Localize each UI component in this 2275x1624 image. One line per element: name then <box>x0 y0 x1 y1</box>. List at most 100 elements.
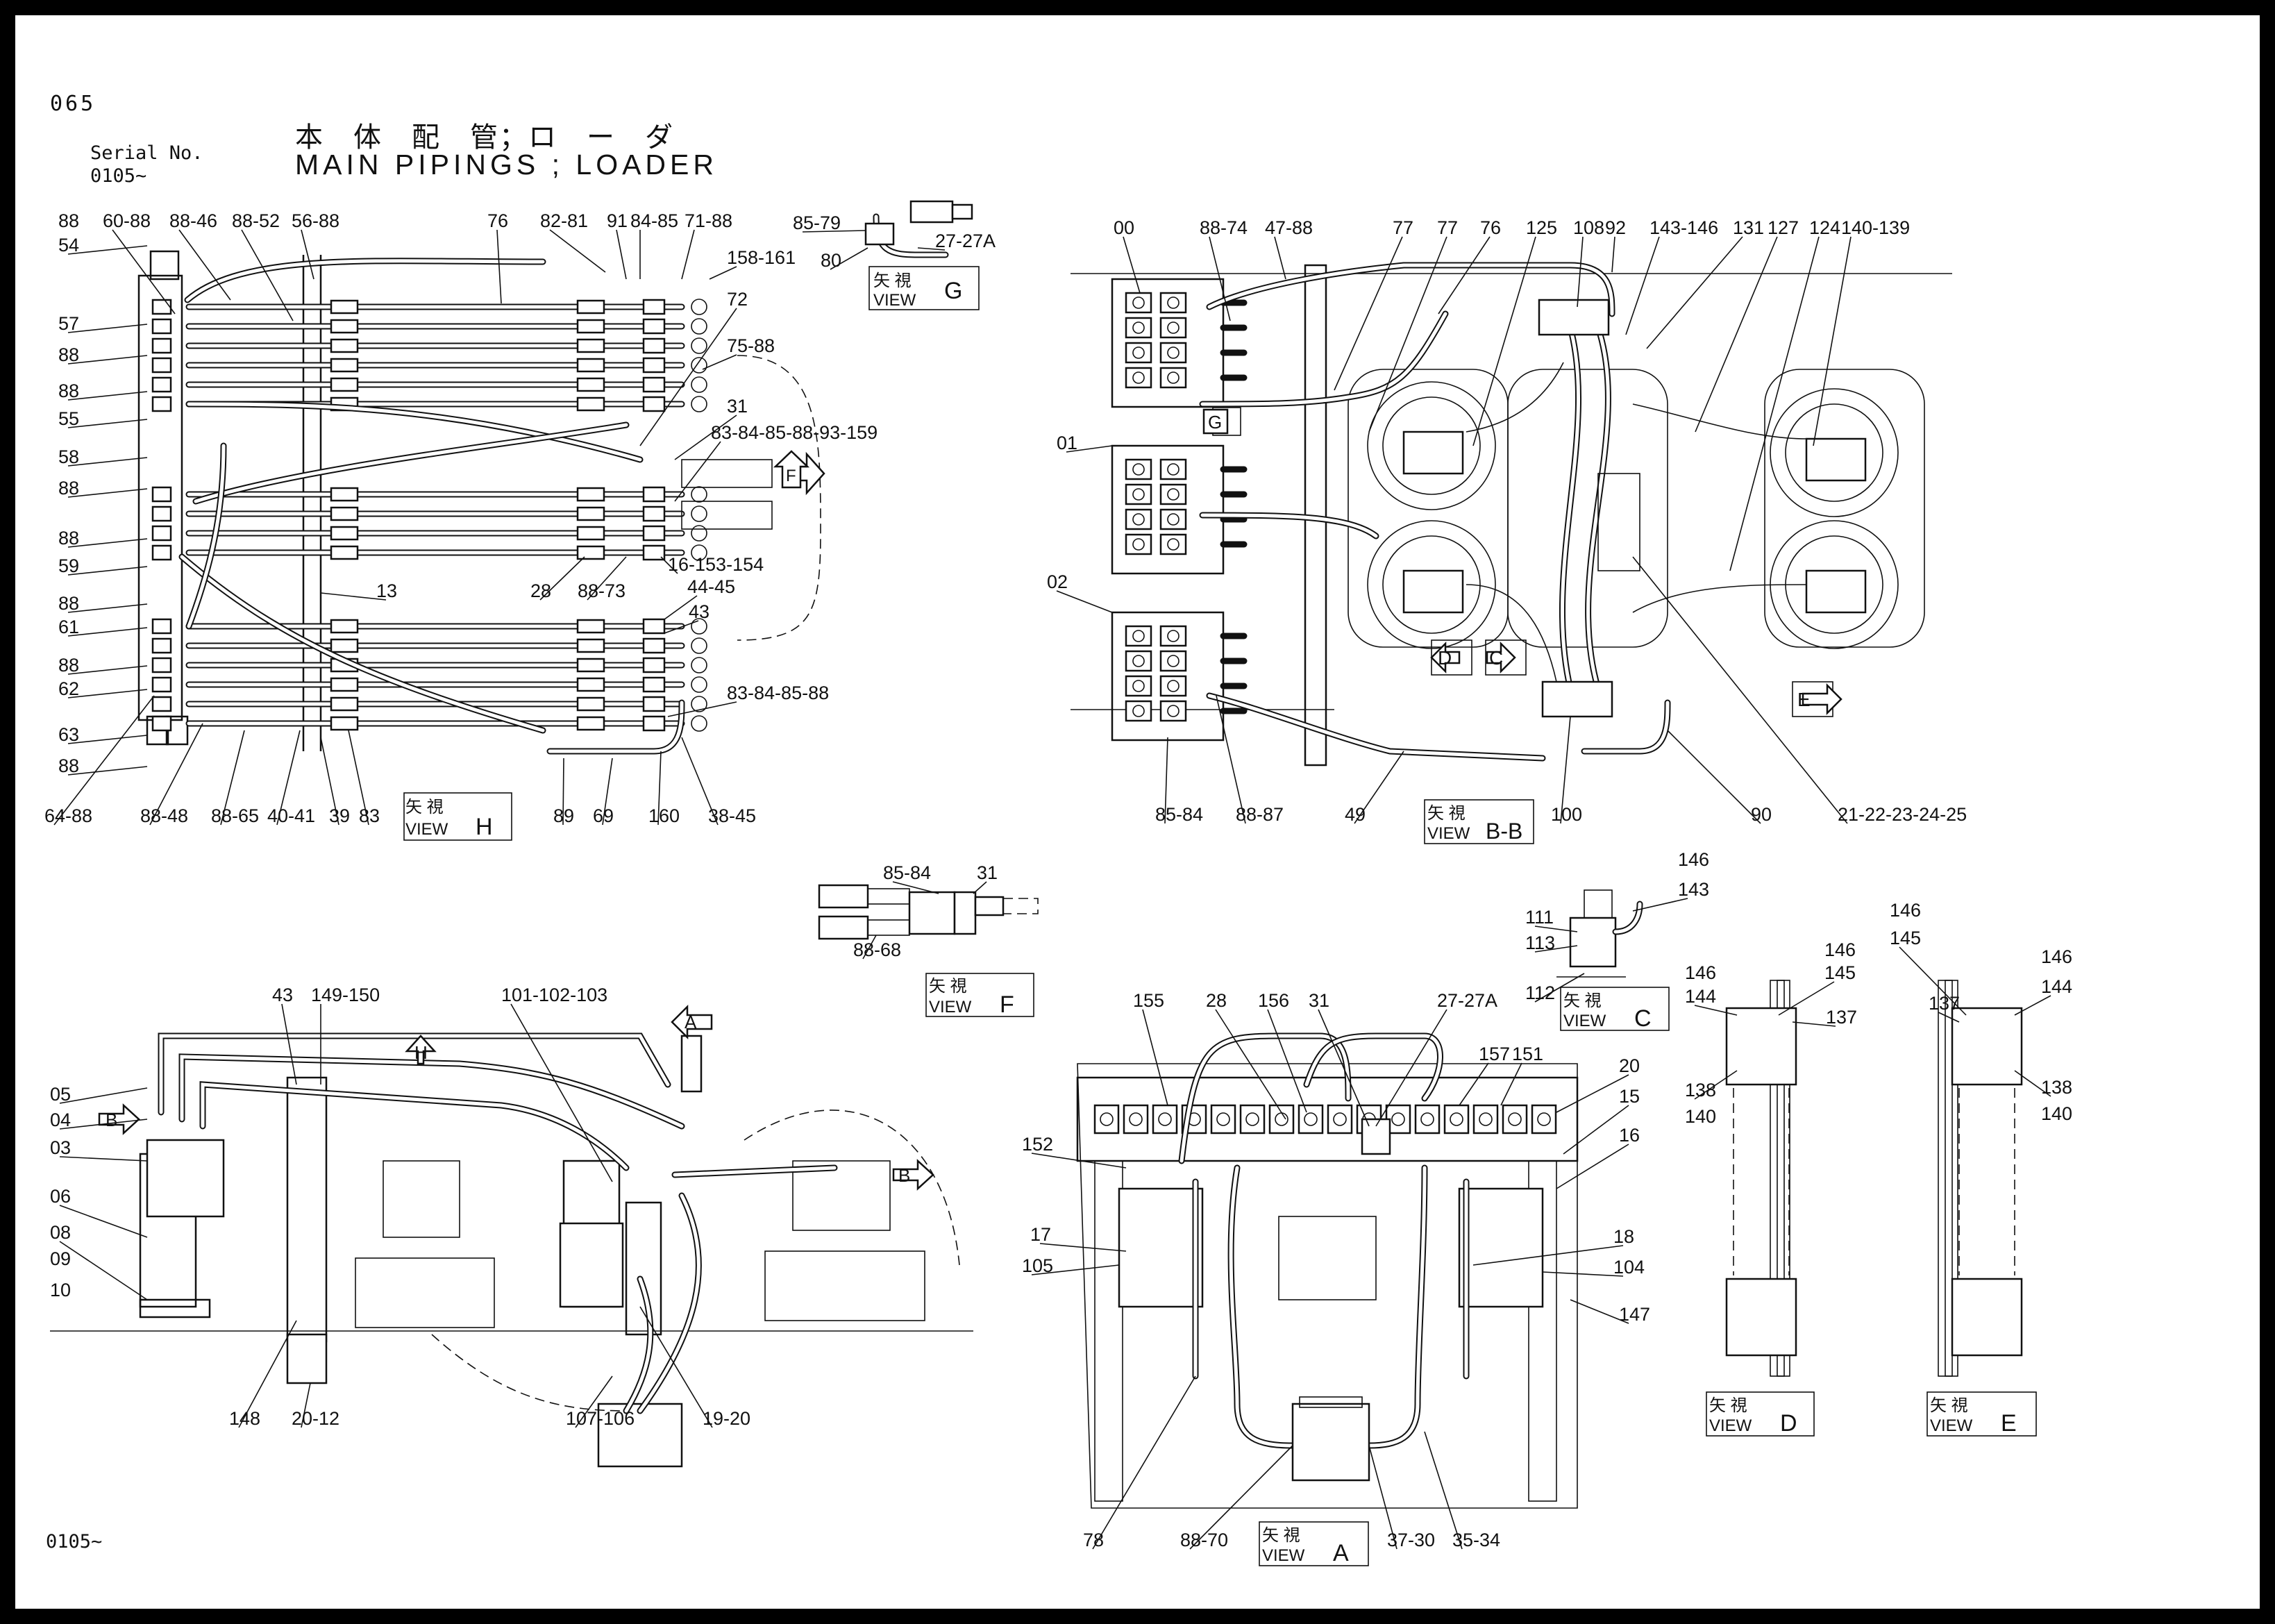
callout-labels-h_bottom-8: 160 <box>648 805 680 826</box>
arrow-c-letter: C <box>1489 647 1503 669</box>
view-title-g: 矢 視 VIEW G <box>868 266 980 310</box>
drawing-sheet: 065 本 体 配 管；ロ ー ダ MAIN PIPINGS ; LOADER … <box>15 15 2260 1609</box>
direction-arrows: F G D C E A H B B <box>106 408 1811 1186</box>
callout-labels-a-2: 156 <box>1258 990 1289 1011</box>
callout-labels-side-0: 05 <box>50 1084 71 1105</box>
callout-labels-h_top-4: 56-88 <box>292 210 339 231</box>
callout-labels-h_mid-1: 28 <box>530 580 551 601</box>
callout-labels-e-2: 146 <box>2041 946 2072 967</box>
view-e-drawing <box>1938 980 2023 1377</box>
view-title-f: 矢 視 VIEW F <box>925 973 1034 1018</box>
view-a-drawing <box>1076 1032 1579 1509</box>
callout-labels-e-0: 146 <box>1890 900 1921 921</box>
callout-labels-a-3: 31 <box>1309 990 1329 1011</box>
callout-labels-h_bottom-0: 64-88 <box>44 805 92 826</box>
callout-labels-side-4: 08 <box>50 1222 71 1243</box>
callout-labels-h_left-6: 88 <box>58 478 79 499</box>
title-japanese: 本 体 配 管；ロ ー ダ <box>295 122 674 153</box>
callout-labels-h_top-13: 31 <box>727 396 748 417</box>
view-c-drawing <box>1556 889 1643 978</box>
view-title-bb: 矢 視 VIEW B-B <box>1424 799 1534 844</box>
callout-labels-bb_top-11: 127 <box>1768 217 1799 238</box>
callout-labels-e-4: 137 <box>1929 993 1960 1014</box>
callout-labels-f-2: 88-68 <box>853 939 901 960</box>
callout-labels-a-17: 88-70 <box>1180 1530 1228 1550</box>
callout-labels-e-1: 145 <box>1890 928 1921 948</box>
callout-labels-bb_top-1: 88-74 <box>1200 217 1248 238</box>
callout-labels-a-18: 37-30 <box>1387 1530 1435 1550</box>
view-g-letter: G <box>944 278 962 304</box>
callout-labels-h_top-1: 60-88 <box>103 210 151 231</box>
callout-labels-side-11: 20-12 <box>292 1408 339 1429</box>
callout-labels-bb_top-7: 108 <box>1573 217 1604 238</box>
view-g-drawing <box>864 200 973 258</box>
callout-labels-h_left-5: 58 <box>58 446 79 467</box>
callout-labels-bb_left-1: 02 <box>1047 571 1068 592</box>
view-g-jp: 矢 視 <box>873 271 912 290</box>
callout-labels-h_left-4: 55 <box>58 408 79 429</box>
callout-labels-d-5: 140 <box>1685 1106 1716 1127</box>
arrow-b-left-letter: B <box>106 1110 117 1130</box>
serial-value: 0105~ <box>90 165 147 187</box>
view-c-letter: C <box>1634 1005 1652 1032</box>
callout-labels-c-2: 111 <box>1525 907 1554 928</box>
callout-labels-side-5: 09 <box>50 1248 71 1269</box>
view-h-letter: H <box>476 814 493 840</box>
callout-labels-h_top-9: 71-88 <box>685 210 732 231</box>
callout-labels-f-0: 85-84 <box>883 862 931 883</box>
callout-labels-e-5: 138 <box>2041 1077 2072 1098</box>
callout-labels-bb_top-0: 00 <box>1114 217 1134 238</box>
callout-labels-bb_top-10: 131 <box>1733 217 1764 238</box>
view-f-drawing <box>818 884 1039 940</box>
arrow-g-letter: G <box>1208 412 1222 433</box>
callout-labels-g-0: 85-79 <box>793 212 841 233</box>
callout-labels-h_left-11: 88 <box>58 655 79 676</box>
view-a-jp: 矢 視 <box>1262 1526 1300 1545</box>
callout-labels-d-4: 138 <box>1685 1080 1716 1100</box>
view-title-a: 矢 視 VIEW A <box>1259 1521 1369 1566</box>
view-a-letter: A <box>1333 1540 1349 1566</box>
callout-labels-h_top-7: 91 <box>607 210 628 231</box>
view-f-letter: F <box>1000 991 1014 1018</box>
callout-labels-h_mid-0: 13 <box>376 580 397 601</box>
callout-labels-e-3: 144 <box>2041 976 2072 997</box>
callout-labels-h_top-3: 88-52 <box>232 210 280 231</box>
side-view-drawing <box>50 1004 973 1468</box>
view-f-word: VIEW <box>929 998 972 1016</box>
callout-labels-h_left-0: 54 <box>58 235 79 256</box>
view-h-jp: 矢 視 <box>405 798 444 817</box>
footer-serial: 0105~ <box>46 1531 103 1552</box>
serial-label: Serial No. <box>90 142 203 164</box>
view-titles: 矢 視 VIEW H 矢 視 VIEW G 矢 視 VIEW B-B 矢 視 V… <box>403 266 2037 1566</box>
page-code: 065 <box>50 92 96 116</box>
view-d-drawing <box>1725 980 1797 1377</box>
callout-labels-a-6: 151 <box>1512 1044 1543 1064</box>
title-english: MAIN PIPINGS ; LOADER <box>295 149 718 181</box>
callout-labels-f-1: 31 <box>977 862 998 883</box>
callout-labels-h_bottom-1: 88-48 <box>140 805 188 826</box>
callout-labels-h_left-9: 88 <box>58 593 79 614</box>
callout-labels-h_top-12: 75-88 <box>727 335 775 356</box>
callout-labels-h_bottom-9: 38-45 <box>708 805 756 826</box>
callout-labels-side-8: 149-150 <box>311 985 380 1005</box>
callout-labels-bb_bottom-4: 90 <box>1751 804 1772 825</box>
callout-labels-a-0: 155 <box>1133 990 1164 1011</box>
view-title-h: 矢 視 VIEW H <box>403 792 512 841</box>
callout-labels-bb_top-6: 125 <box>1526 217 1557 238</box>
callout-labels-h_top-8: 84-85 <box>630 210 678 231</box>
callout-labels-bb_top-2: 47-88 <box>1265 217 1313 238</box>
callout-labels-side-1: 04 <box>50 1110 71 1130</box>
callout-labels-a-19: 35-34 <box>1452 1530 1500 1550</box>
view-c-jp: 矢 視 <box>1563 991 1602 1010</box>
callout-labels-h_left-7: 88 <box>58 528 79 549</box>
callout-labels-h_bottom-5: 83 <box>359 805 380 826</box>
callout-labels-bb_top-13: 140-139 <box>1841 217 1910 238</box>
arrow-a-letter: A <box>685 1012 697 1032</box>
arrow-f-letter: F <box>786 467 796 485</box>
view-h-drawing <box>137 250 825 755</box>
callout-labels-side-10: 148 <box>229 1408 260 1429</box>
arrow-e-letter: E <box>1797 689 1811 710</box>
callout-labels-a-10: 152 <box>1022 1134 1053 1155</box>
view-a-word: VIEW <box>1262 1546 1305 1565</box>
